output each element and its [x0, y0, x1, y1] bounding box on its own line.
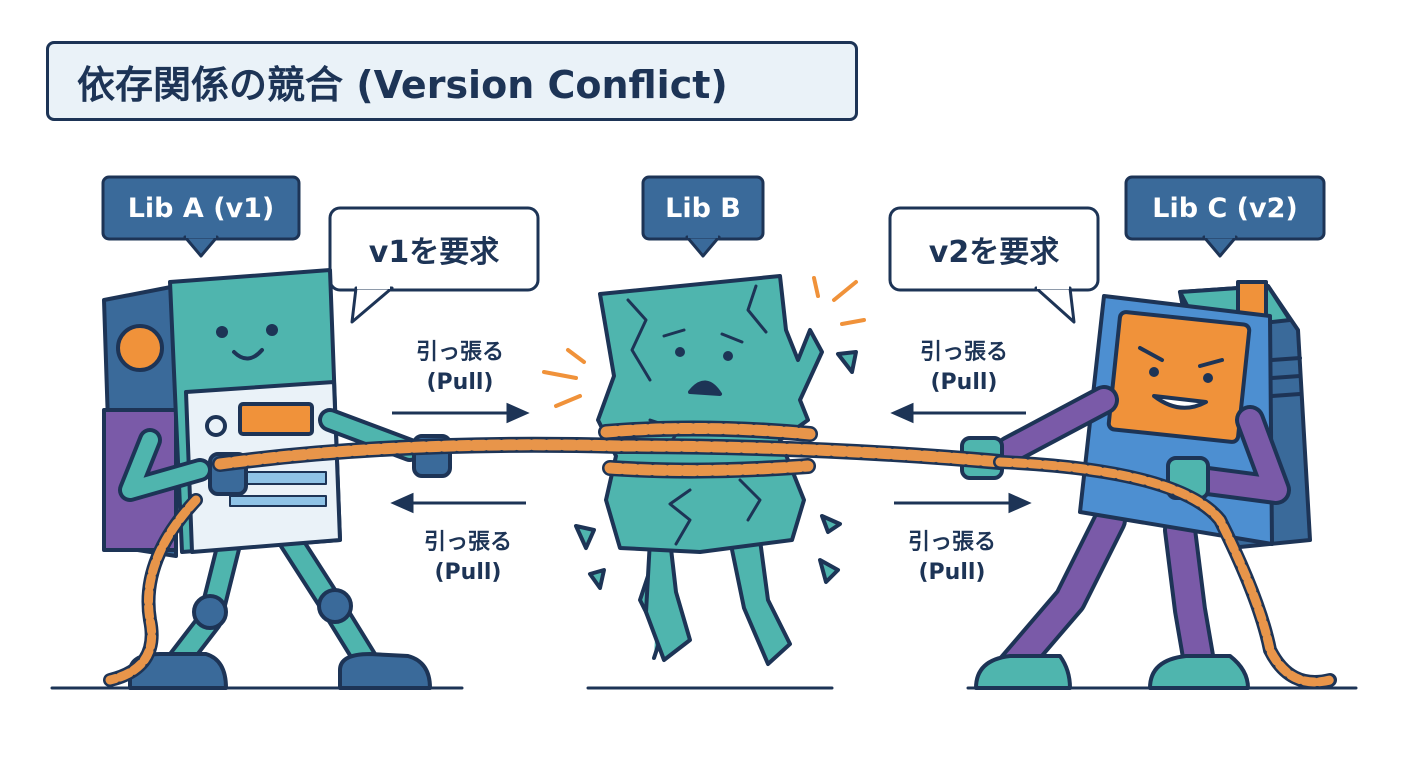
- pull-label-c-upper: 引っ張る (Pull): [884, 338, 1044, 398]
- pull-jp-text: 引っ張る: [388, 528, 548, 558]
- pull-en-text: (Pull): [380, 368, 540, 398]
- lib-b-label: Lib B: [643, 177, 763, 239]
- lib-a-request-text: v1を要求: [330, 208, 538, 290]
- pull-label-c-lower: 引っ張る (Pull): [872, 528, 1032, 588]
- lib-c-label: Lib C (v2): [1126, 177, 1324, 239]
- pull-en-text: (Pull): [872, 558, 1032, 588]
- pull-label-a-lower: 引っ張る (Pull): [388, 528, 548, 588]
- arrow-left-icon: [894, 405, 1026, 421]
- pull-jp-text: 引っ張る: [872, 528, 1032, 558]
- arrow-left-icon: [394, 495, 526, 511]
- pull-jp-text: 引っ張る: [884, 338, 1044, 368]
- arrow-right-icon: [894, 495, 1028, 511]
- pull-en-text: (Pull): [884, 368, 1044, 398]
- pull-en-text: (Pull): [388, 558, 548, 588]
- pull-jp-text: 引っ張る: [380, 338, 540, 368]
- pull-label-a-upper: 引っ張る (Pull): [380, 338, 540, 398]
- lib-c-request-text: v2を要求: [890, 208, 1098, 290]
- lib-a-label: Lib A (v1): [103, 177, 299, 239]
- arrow-right-icon: [392, 405, 526, 421]
